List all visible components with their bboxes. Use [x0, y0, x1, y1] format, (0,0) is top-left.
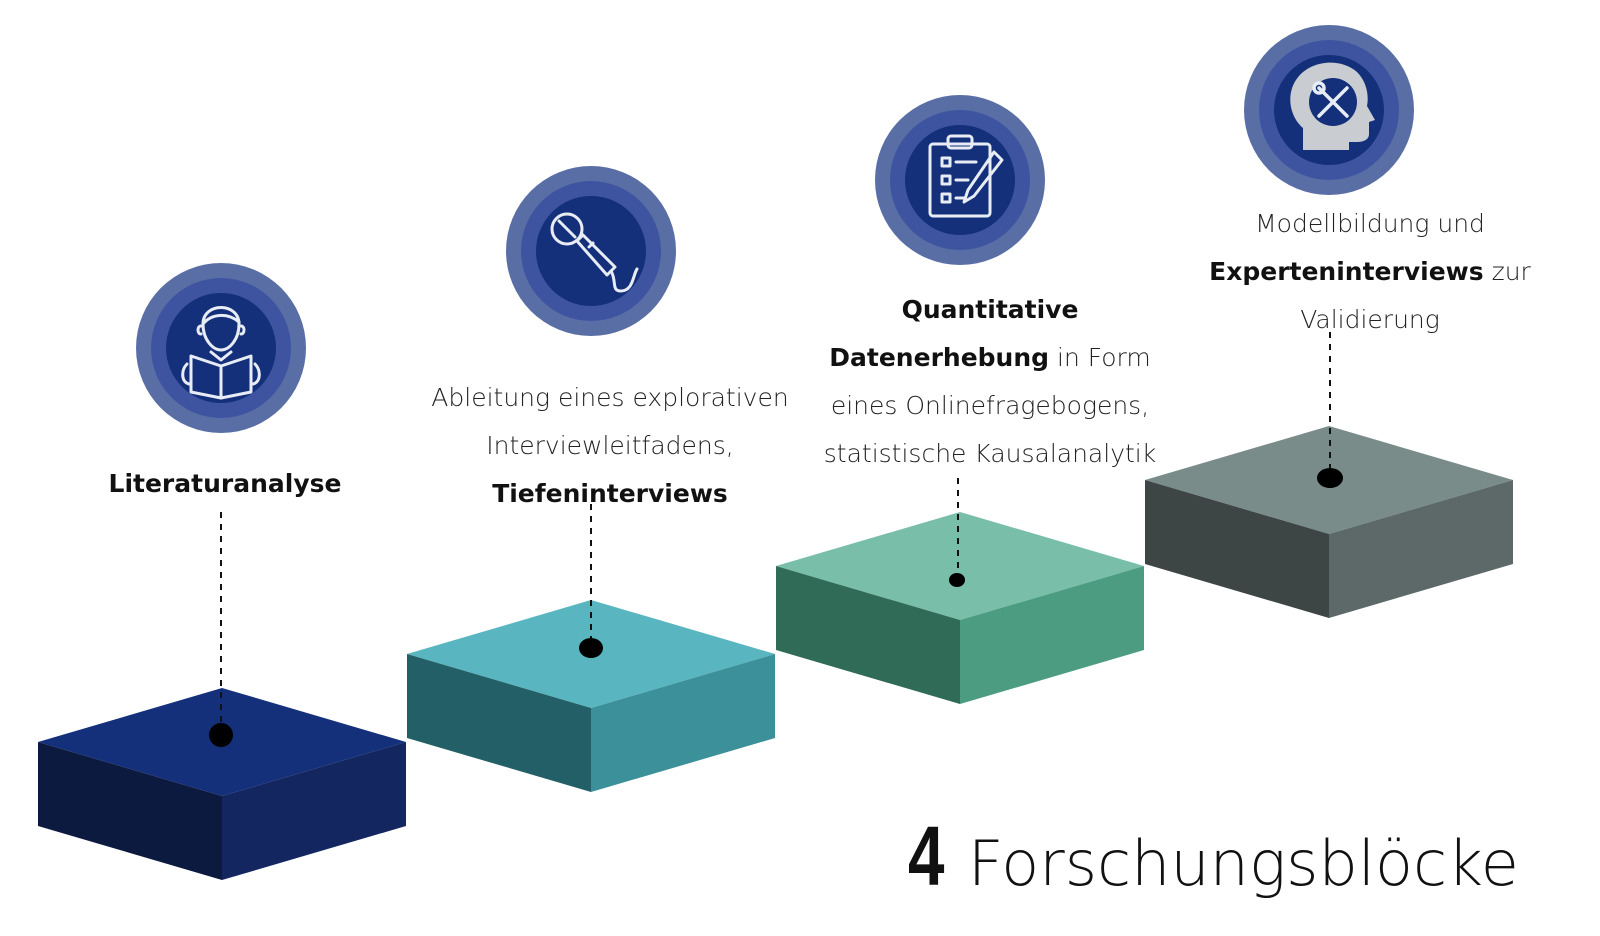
step-block-4-right: [1329, 480, 1513, 618]
step-block-4-left: [1145, 480, 1329, 618]
label-line: Datenerhebung in Form: [800, 334, 1180, 382]
reader-person-icon: [181, 306, 261, 400]
title-number: 4: [908, 809, 945, 903]
microphone-icon: [550, 212, 639, 293]
connector-dot-4: [1317, 468, 1343, 488]
title-text: Forschungsblöcke: [967, 827, 1519, 900]
label-line: Literaturanalyse: [60, 460, 390, 508]
step-block-2-right: [591, 654, 775, 792]
step-block-1-right: [222, 742, 406, 880]
label-text: Modellbildung und: [1255, 209, 1485, 238]
step-block-3-right: [960, 566, 1144, 704]
icon-badge-1: [136, 263, 306, 433]
label-text-bold: Datenerhebung: [829, 343, 1050, 372]
label-text: Validierung: [1300, 305, 1440, 334]
connector-dot-1: [209, 723, 233, 747]
label-line: eines Onlinefragebogens,: [800, 382, 1180, 430]
icon-badge-2: [506, 166, 676, 336]
label-line: statistische Kausalanalytik: [800, 430, 1180, 478]
label-line: Ableitung eines explorativen: [420, 374, 800, 422]
label-line: Modellbildung und: [1180, 200, 1560, 248]
label-text: in Form: [1049, 343, 1151, 372]
diagram-title: 4 Forschungsblöcke: [908, 808, 1519, 908]
label-text-bold: Tiefeninterviews: [492, 479, 728, 508]
label-text-bold: Literaturanalyse: [108, 469, 342, 498]
label-line: Tiefeninterviews: [420, 470, 800, 518]
label-text: statistische Kausalanalytik: [823, 439, 1157, 468]
step-block-3-left: [776, 566, 960, 704]
label-text: Ableitung eines explorativen: [431, 383, 789, 412]
icon-badge-4: [1244, 25, 1414, 195]
connector-dot-2: [579, 638, 603, 658]
label-text: Interviewleitfadens,: [486, 431, 734, 460]
label-text-bold: Experteninterviews: [1209, 257, 1484, 286]
clipboard-checklist-icon: [928, 134, 1004, 218]
label-line: Interviewleitfadens,: [420, 422, 800, 470]
icon-badge-3: [875, 95, 1045, 265]
label-line: Quantitative: [800, 286, 1180, 334]
label-line: Validierung: [1180, 296, 1560, 344]
label-text-bold: Quantitative: [901, 295, 1079, 324]
label-line: Experteninterviews zur: [1180, 248, 1560, 296]
head-tools-icon: [1290, 62, 1375, 150]
connector-dot-3: [949, 573, 965, 587]
label-text: eines Onlinefragebogens,: [830, 391, 1150, 420]
label-text: zur: [1483, 257, 1531, 286]
step-block-1-left: [38, 742, 222, 880]
step-block-2-left: [407, 654, 591, 792]
label-literaturanalyse: Literaturanalyse: [60, 460, 390, 508]
step-block-3: [776, 512, 1144, 704]
